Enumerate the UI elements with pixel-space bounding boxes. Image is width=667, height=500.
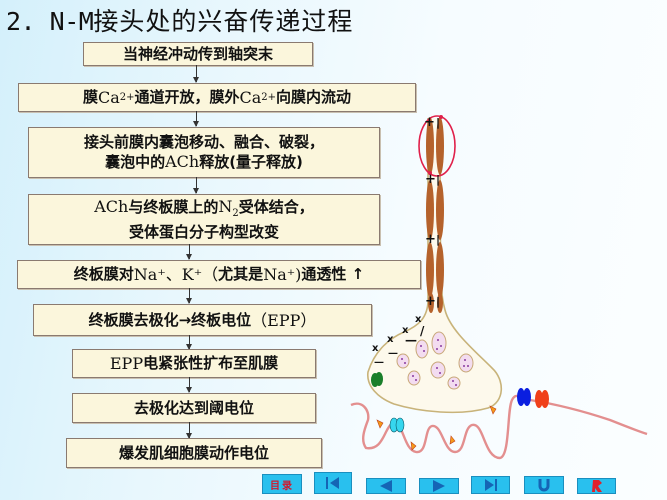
receptor-symbol: N xyxy=(218,197,233,216)
svg-text:—: — xyxy=(374,357,384,368)
title-number: 2. N-M xyxy=(6,7,94,36)
step-text: 膜 xyxy=(82,88,98,106)
ach-receptors xyxy=(389,417,405,433)
svg-text:|: | xyxy=(436,173,440,186)
step-text-line-2: 受体蛋白分子构型改变 xyxy=(128,223,279,241)
ach-symbol: ACh xyxy=(94,197,129,216)
step-text: 受体结合， xyxy=(238,198,314,216)
charge-superscript: 2+ xyxy=(119,92,135,103)
flow-arrow xyxy=(186,335,192,350)
step-text: 囊泡中的 xyxy=(105,153,166,171)
flow-step-8: 去极化达到阈电位 xyxy=(72,393,316,423)
receptor-subscript: 2 xyxy=(232,208,239,219)
membrane-charges: +| +| +| +| x x x x / — — — xyxy=(372,115,440,368)
last-slide-button[interactable] xyxy=(471,476,510,494)
flow-arrow xyxy=(193,65,199,83)
svg-text:/: / xyxy=(420,324,425,338)
contents-button[interactable]: 目录 xyxy=(262,474,302,494)
calcium-symbol: Ca xyxy=(239,88,262,107)
step-text: 尤其是 xyxy=(218,265,264,283)
step-text: 向膜内流动 xyxy=(276,88,352,106)
flow-arrow xyxy=(186,422,192,439)
step-text-line-1: 接头前膜内囊泡移动、融合、破裂， xyxy=(83,133,324,151)
epp-symbol: EPP xyxy=(109,354,144,373)
exit-icon xyxy=(591,480,602,492)
next-icon xyxy=(433,480,445,492)
next-button[interactable] xyxy=(419,478,459,494)
flow-arrow xyxy=(193,177,199,194)
svg-text:+: + xyxy=(425,294,436,309)
step-text-line-1: ACh与终板膜上的N2受体结合， xyxy=(94,197,314,223)
step-text: 爆发肌细胞膜动作电位 xyxy=(118,443,269,462)
first-slide-button[interactable] xyxy=(314,472,352,494)
calcium-symbol: Ca xyxy=(97,88,120,107)
flow-step-3: 接头前膜内囊泡移动、融合、破裂， 囊泡中的ACh释放(量子释放) xyxy=(28,127,380,178)
svg-text:—: — xyxy=(388,348,398,359)
svg-text:x: x xyxy=(387,334,394,345)
previous-button[interactable] xyxy=(366,478,406,494)
step-text: 终板膜对 xyxy=(73,265,134,283)
flow-arrow xyxy=(186,244,192,260)
svg-text:+: + xyxy=(424,115,435,130)
flow-step-9: 爆发肌细胞膜动作电位 xyxy=(66,438,322,468)
svg-text:+: + xyxy=(425,172,436,187)
contents-label: 目录 xyxy=(270,480,294,492)
flow-step-4: ACh与终板膜上的N2受体结合， 受体蛋白分子构型改变 xyxy=(28,194,380,245)
step-text: 释放(量子释放) xyxy=(199,153,303,171)
ion-symbols: Na⁺) xyxy=(263,265,302,284)
svg-text:|: | xyxy=(436,116,440,129)
step-text-line-2: 囊泡中的ACh释放(量子释放) xyxy=(105,152,303,172)
flow-step-1: 当神经冲动传到轴突末 xyxy=(83,42,313,66)
svg-text:x: x xyxy=(372,343,379,354)
first-slide-icon xyxy=(326,477,339,489)
ion-symbols: Na⁺、K⁺（ xyxy=(133,265,219,284)
svg-text:x: x xyxy=(402,325,409,336)
synaptic-vesicles xyxy=(396,331,474,390)
flow-arrow xyxy=(186,377,192,393)
presynaptic-channel xyxy=(371,372,383,387)
slide-title: 2. N-M接头处的兴奋传递过程 xyxy=(6,2,353,38)
return-button[interactable] xyxy=(524,476,564,494)
step-text: 终板膜去极化→终板电位 xyxy=(88,310,252,329)
ach-symbol: ACh xyxy=(165,152,200,171)
svg-text:|: | xyxy=(436,295,440,308)
svg-text:x: x xyxy=(415,314,422,325)
vesicle-ach xyxy=(401,339,469,386)
flow-arrow xyxy=(186,288,192,304)
title-text: 接头处的兴奋传递过程 xyxy=(93,7,354,36)
axon-terminal-outline xyxy=(367,117,503,414)
step-text: 通道开放，膜外 xyxy=(134,88,240,106)
flow-step-6: 终板膜去极化→终板电位（EPP） xyxy=(33,304,372,336)
last-slide-icon xyxy=(484,479,497,491)
svg-text:|: | xyxy=(436,233,440,246)
acetylcholinesterase xyxy=(376,405,497,451)
action-potential-highlight xyxy=(418,115,456,177)
myelin-sheath xyxy=(426,117,444,313)
step-text: 与终板膜上的 xyxy=(128,198,219,216)
svg-text:—: — xyxy=(405,333,417,347)
return-icon xyxy=(538,479,550,492)
previous-icon xyxy=(380,480,392,492)
charge-superscript: 2+ xyxy=(261,92,277,103)
step-text: 电紧张性扩布至肌膜 xyxy=(143,354,279,372)
flow-arrow xyxy=(193,111,199,127)
exit-button[interactable] xyxy=(577,478,616,494)
epp-symbol: （EPP） xyxy=(251,310,317,330)
step-text: 去极化达到阈电位 xyxy=(133,398,254,417)
step-text: 通透性 ↑ xyxy=(301,265,365,283)
svg-text:+: + xyxy=(425,232,436,247)
voltage-gated-channels xyxy=(517,388,549,408)
step-text: 当神经冲动传到轴突末 xyxy=(122,44,273,63)
